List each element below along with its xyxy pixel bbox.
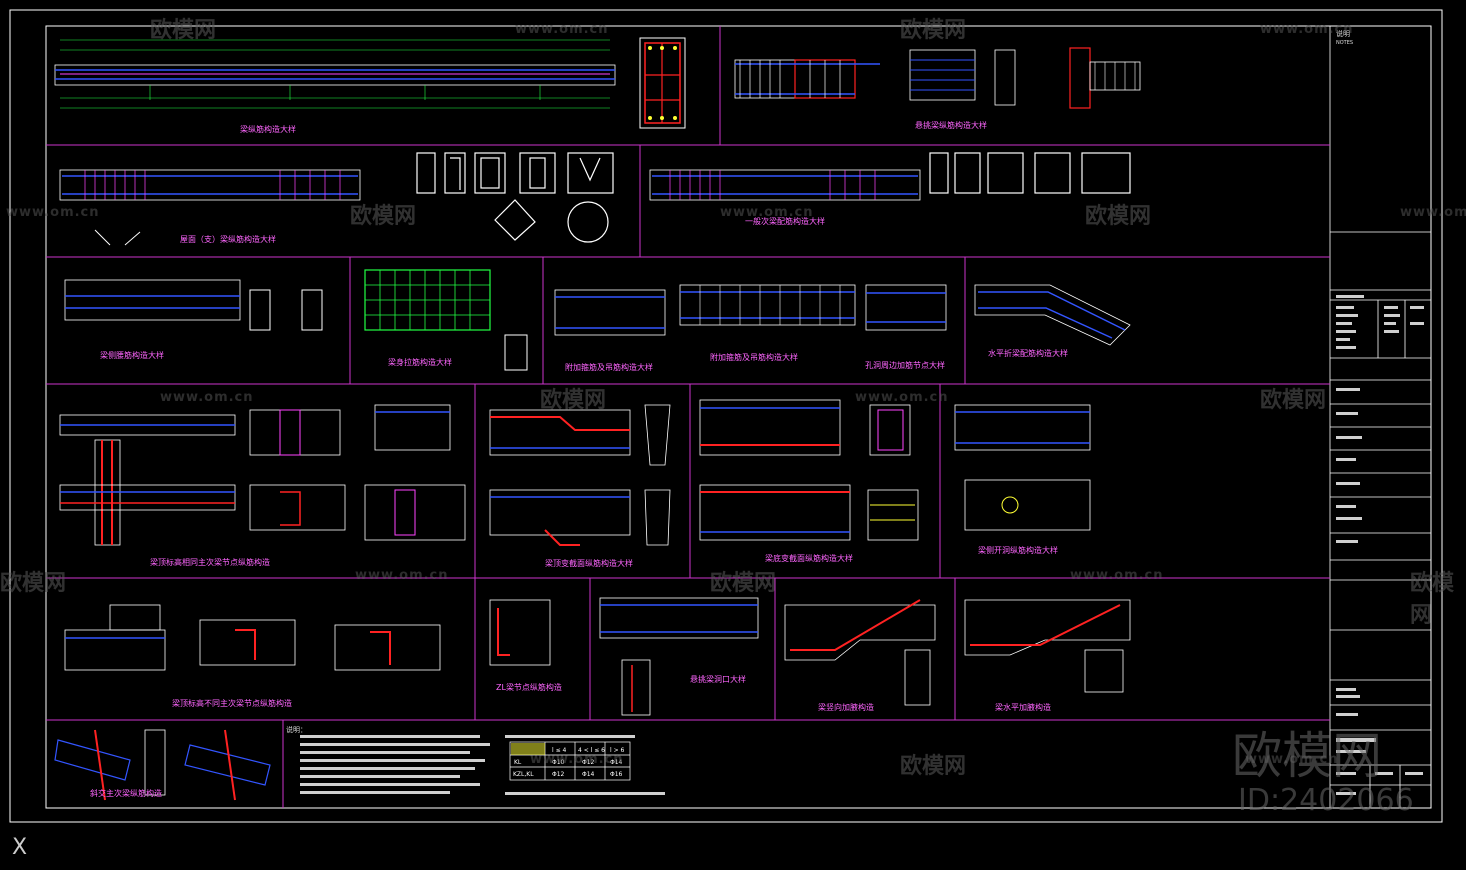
detail-horizontal-bent-beam[interactable] <box>974 284 1131 346</box>
detail-tie-bars[interactable] <box>364 269 528 371</box>
detail-caption: 悬挑梁洞口大样 <box>690 675 746 684</box>
notes-table-cell: Φ14 <box>610 759 623 766</box>
notes-table-header-3: l > 6 <box>610 747 625 754</box>
watermark-big-brand: 欧模网 <box>1232 727 1382 785</box>
detail-oblique-beams[interactable] <box>54 729 271 801</box>
detail-caption: 附加箍筋及吊筋构造大样 <box>710 353 798 362</box>
detail-caption: 梁身拉筋构造大样 <box>388 358 452 367</box>
notes-label: 说明 <box>1336 29 1350 38</box>
detail-side-opening[interactable] <box>954 404 1091 531</box>
detail-caption: 梁侧腰筋构造大样 <box>100 351 164 360</box>
detail-caption: 梁水平加腋构造 <box>995 703 1051 712</box>
notes-table-cell: Φ14 <box>582 771 595 778</box>
detail-caption: 附加箍筋及吊筋构造大样 <box>565 363 653 372</box>
detail-different-elevation-joints[interactable] <box>64 604 441 671</box>
title-block <box>1329 26 1431 808</box>
detail-caption: 梁底变截面纵筋构造大样 <box>765 554 853 563</box>
detail-opening-rebar[interactable] <box>865 284 947 331</box>
notes-table: l ≤ 4 4 < l ≤ 6 l > 6 KL Φ10 Φ12 Φ14 KZL… <box>509 741 631 781</box>
detail-cantilever-opening[interactable] <box>599 597 759 716</box>
detail-same-elevation-joints[interactable] <box>59 404 466 546</box>
detail-general-secondary-beam[interactable] <box>649 152 1131 201</box>
detail-roof-beam[interactable] <box>59 169 361 246</box>
detail-caption: 悬挑梁纵筋构造大样 <box>915 121 987 130</box>
detail-column-section[interactable] <box>639 37 686 129</box>
detail-cantilever-beam[interactable] <box>734 47 1141 109</box>
notes-table-header-1: l ≤ 4 <box>552 747 567 754</box>
detail-caption: 梁侧开洞纵筋构造大样 <box>978 546 1058 555</box>
notes-block <box>300 735 665 795</box>
title-block-text <box>1336 295 1424 795</box>
detail-caption: 一般次梁配筋构造大样 <box>745 217 825 226</box>
detail-caption: 斜交主次梁纵筋构造 <box>90 789 162 798</box>
detail-vertical-haunch[interactable] <box>784 599 936 706</box>
detail-bottom-variable-section[interactable] <box>489 404 671 546</box>
notes-table-cell: KL <box>514 759 522 766</box>
notes-table-cell: Φ10 <box>552 759 565 766</box>
detail-top-variable-section[interactable] <box>699 399 919 541</box>
detail-beam-longitudinal[interactable] <box>54 39 616 109</box>
detail-caption: 梁顶标高相同主次梁节点纵筋构造 <box>150 558 270 567</box>
detail-caption: 梁顶标高不同主次梁节点纵筋构造 <box>172 699 292 708</box>
detail-caption: 水平折梁配筋构造大样 <box>988 349 1068 358</box>
detail-additional-stirrups[interactable] <box>554 284 856 336</box>
detail-caption: 梁纵筋构造大样 <box>240 125 296 134</box>
detail-horizontal-haunch[interactable] <box>964 599 1131 693</box>
detail-caption: ZL梁节点纵筋构造 <box>496 683 562 692</box>
detail-caption: 梁竖向加腋构造 <box>818 703 874 712</box>
ucs-axis-icon: X <box>12 835 28 860</box>
detail-side-bars[interactable] <box>64 279 323 331</box>
watermark-id: ID:2402066 <box>1238 783 1414 818</box>
drawing-frame <box>45 25 1432 809</box>
detail-caption: 孔洞周边加筋节点大样 <box>865 361 945 370</box>
drawing-outer-border <box>9 9 1443 823</box>
notes-table-cell: Φ12 <box>582 759 595 766</box>
notes-title: 说明： <box>286 725 307 734</box>
notes-table-cell: Φ16 <box>610 771 623 778</box>
section-grid <box>46 26 1330 808</box>
detail-stirrup-shapes[interactable] <box>416 152 614 243</box>
notes-table-header-2: 4 < l ≤ 6 <box>578 747 605 754</box>
detail-caption: 梁顶变截面纵筋构造大样 <box>545 559 633 568</box>
detail-zl-beam-joint[interactable] <box>489 599 551 666</box>
detail-caption: 屋面（支）梁纵筋构造大样 <box>180 235 276 244</box>
notes-table-cell: KZL,KL <box>513 771 534 778</box>
notes-label-en: NOTES <box>1336 40 1353 46</box>
notes-table-cell: Φ12 <box>552 771 565 778</box>
